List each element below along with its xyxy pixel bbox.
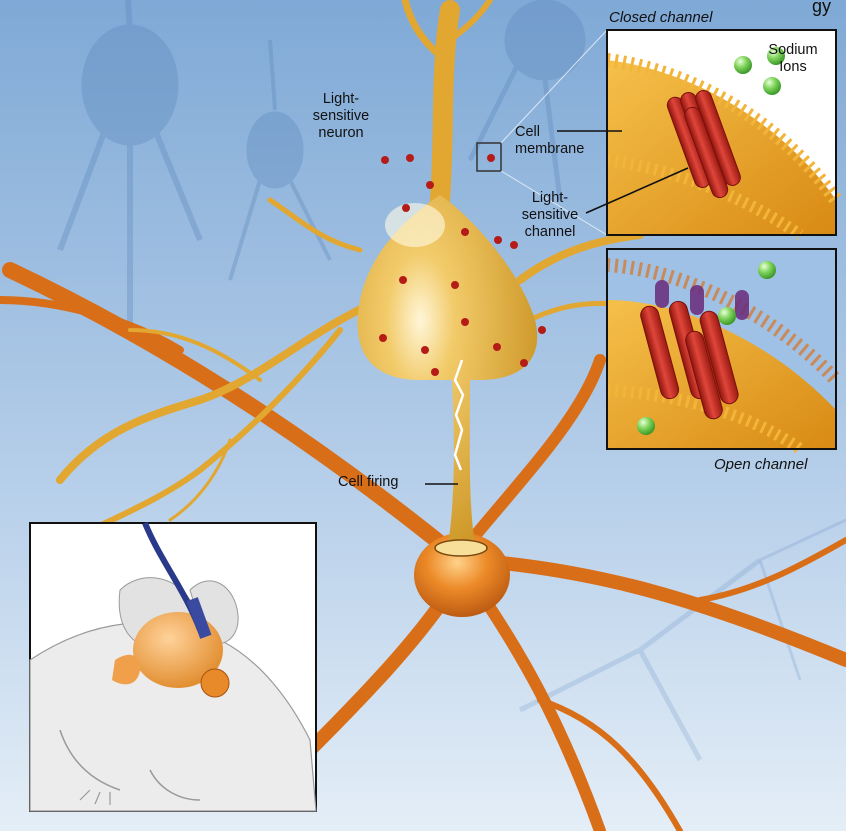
sodium-ion (637, 417, 655, 435)
caption-closed-channel: Closed channel (609, 9, 712, 26)
sodium-ion (718, 307, 736, 325)
caption-open-channel: Open channel (714, 456, 807, 473)
label-sodium-ions: Sodium Ions (758, 42, 828, 76)
open-channel-inset (607, 249, 836, 449)
sodium-ion (734, 56, 752, 74)
sodium-ion (758, 261, 776, 279)
mouse-inset (30, 523, 316, 811)
label-cell-firing: Cell firing (338, 474, 398, 491)
corner-text: gy (812, 0, 831, 15)
label-cell-membrane: Cell membrane (515, 124, 584, 158)
label-light-sensitive-channel: Light- sensitive channel (515, 190, 585, 241)
label-light-sensitive-neuron: Light- sensitive neuron (303, 91, 379, 142)
sodium-ion (763, 77, 781, 95)
